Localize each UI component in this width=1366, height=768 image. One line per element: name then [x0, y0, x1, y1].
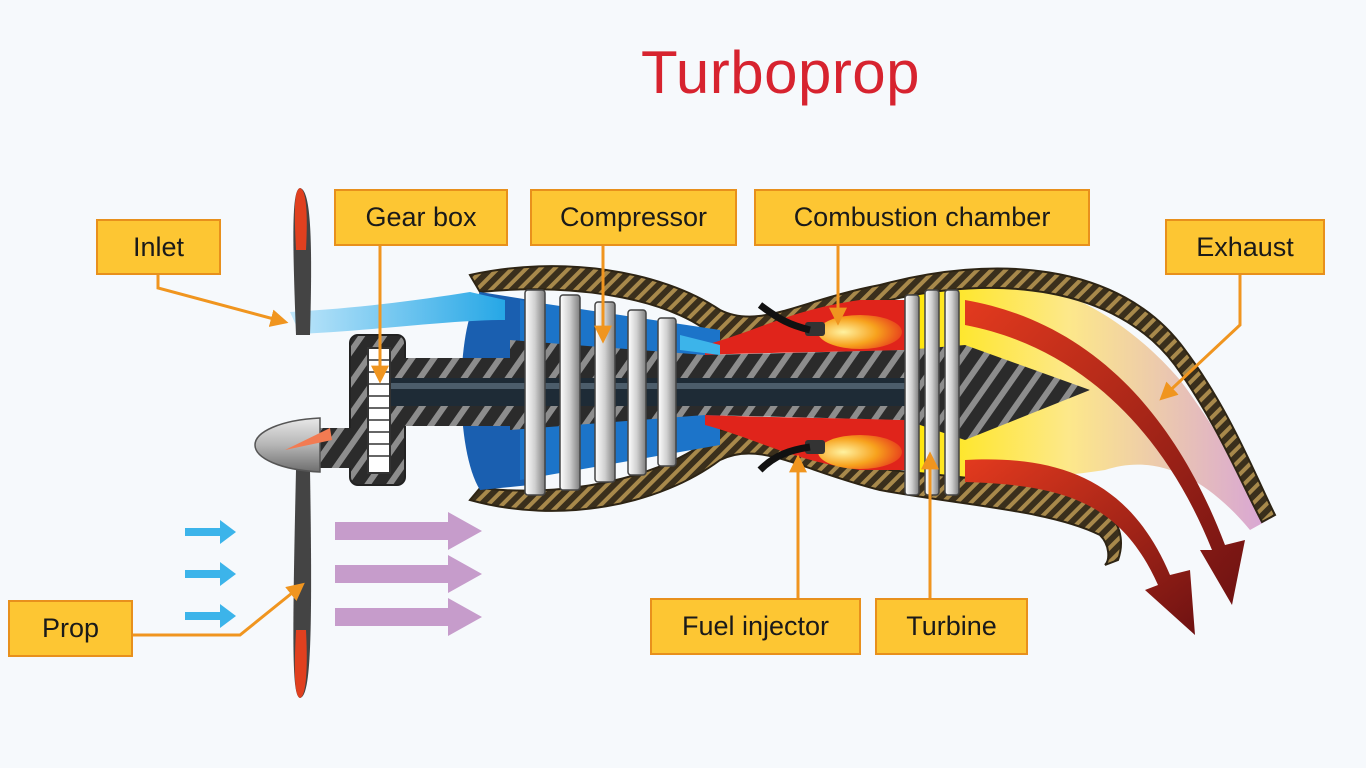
compressor-airflow — [680, 335, 720, 355]
fuel-nozzle-upper — [805, 322, 825, 336]
label-turbine: Turbine — [875, 598, 1028, 655]
turbine-blades — [904, 289, 960, 496]
spinner-highlight — [285, 428, 332, 450]
leader-prop — [132, 582, 305, 637]
label-gear-box: Gear box — [334, 189, 508, 246]
main-shaft-highlight — [380, 383, 920, 389]
fuel-line-upper — [757, 302, 811, 334]
main-shaft — [380, 378, 920, 406]
label-inlet: Inlet — [96, 219, 221, 275]
leader-exhaust — [1159, 275, 1242, 401]
leader-inlet — [156, 275, 289, 327]
label-fuel-injector: Fuel injector — [650, 598, 861, 655]
flame-upper — [818, 315, 902, 349]
fuel-line-lower — [757, 443, 811, 473]
propeller-blade-upper — [293, 188, 312, 335]
flame-lower — [818, 435, 902, 469]
exhaust-arrow-upper — [965, 300, 1245, 605]
label-combustion-chamber: Combustion chamber — [754, 189, 1090, 246]
propeller-blade-lower — [293, 470, 312, 698]
exhaust-arrow-lower — [965, 459, 1195, 635]
compressor-blades — [524, 289, 677, 496]
label-exhaust: Exhaust — [1165, 219, 1325, 275]
leader-lines — [132, 246, 1242, 637]
diagram-title: Turboprop — [640, 39, 921, 106]
label-compressor: Compressor — [530, 189, 737, 246]
prop-intake-arrows — [185, 520, 236, 628]
spinner — [254, 417, 321, 473]
prop-thrust-arrows — [335, 512, 482, 636]
label-prop: Prop — [8, 600, 133, 657]
inlet-airflow — [290, 292, 505, 334]
